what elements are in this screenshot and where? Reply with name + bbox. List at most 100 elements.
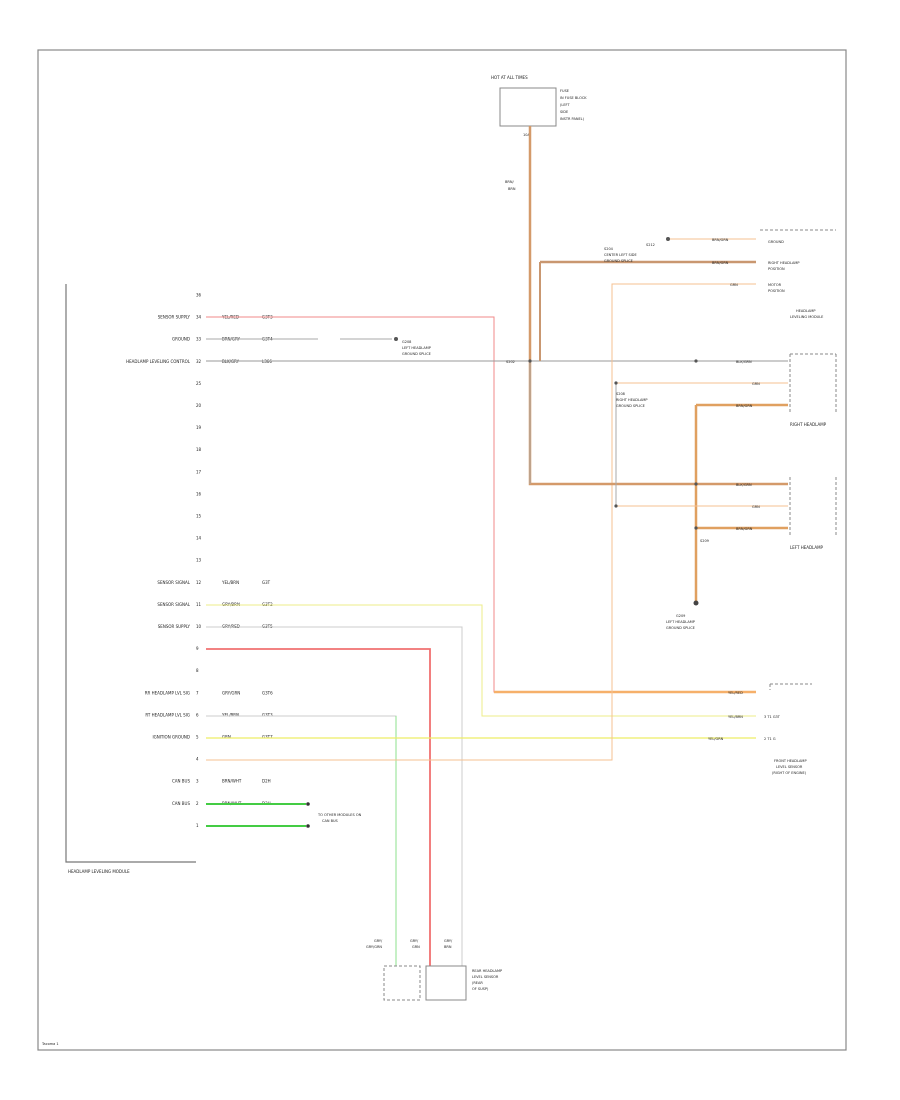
top-conn-4: POSITION (768, 289, 785, 293)
front-sensor-wire-1: YEL/BRN (728, 715, 743, 719)
pin-number: 4 (196, 757, 199, 762)
pin-number: 36 (196, 293, 202, 298)
top-fuse-sub-4: INSTR PANEL) (560, 117, 585, 121)
can-label-0: TO OTHER MODULES ON (317, 813, 362, 817)
rear-sensor-box-2 (425, 965, 467, 1001)
top-fuse-sub-2: (LEFT (560, 103, 570, 107)
top-wire-0: BRN/GRN (712, 238, 729, 242)
pin-label: SENSOR SUPPLY (158, 624, 191, 629)
pin-circuit: G3T6 (262, 690, 273, 695)
splice-s2-0: G208 (402, 340, 411, 344)
pin-label: RR HEADLAMP LVL SIG (145, 690, 190, 695)
rear-sensor-3: OF SUSP) (472, 987, 489, 991)
can-label-1: CAN BUS (322, 819, 339, 823)
rear-sensor-1: LEVEL SENSOR (472, 975, 499, 979)
rear-sensor-2: (REAR (472, 981, 483, 985)
lhl-wire-2: BRN/GRN (736, 527, 753, 531)
right-headlamp-box (789, 353, 837, 414)
pin-wire-color: YEL/BRN (221, 712, 239, 717)
pin-number: 5 (196, 735, 199, 740)
pin-number: 9 (196, 646, 199, 651)
pin-circuit: G3T3 (262, 712, 273, 717)
rear-wire-1: GRY/GRN (366, 945, 382, 949)
rhl-wire-2: BRN/GRN (736, 404, 753, 408)
splice-s4-2: GROUND SPLICE (666, 626, 695, 630)
pin-wire-color: BRN/WHT (222, 779, 242, 784)
pin-number: 10 (196, 624, 202, 629)
top-fuse-box (499, 87, 557, 127)
module-bracket (65, 284, 196, 863)
top-conn-3: MOTOR (768, 283, 782, 287)
splice-dot-b (614, 504, 618, 508)
splice-s2-1: LEFT HEADLAMP (402, 346, 431, 350)
rear-sensor-0: REAR HEADLAMP (472, 969, 502, 973)
splice-dot-e (694, 482, 698, 486)
splice-s3-2: GROUND SPLICE (604, 259, 633, 263)
diagram-frame (37, 49, 847, 1051)
splice-dot-f (694, 359, 698, 363)
top-fuse-pin: 10A (523, 133, 530, 137)
splice-dot-d (693, 600, 699, 606)
pin-number: 14 (196, 536, 202, 541)
top-fuse-label: HOT AT ALL TIMES (491, 75, 528, 80)
splice-dot-a (614, 381, 618, 385)
module-label: HEADLAMP LEVELING MODULE (68, 869, 130, 874)
pin-number: 25 (196, 381, 202, 386)
rear-wire-0: GRY/ (374, 939, 383, 943)
splice-s3-0: S204 (604, 247, 614, 251)
wire-ignition-ground (206, 283, 756, 761)
can-arrow-3 (306, 802, 310, 806)
splice-s3-1: CENTER LEFT SIDE (604, 253, 637, 257)
splice-s4-0: G209 (676, 614, 685, 618)
top-fuse-sub-1: IN FUSE BLOCK (560, 96, 587, 100)
pin-number: 32 (196, 359, 202, 364)
front-sensor-1: LEVEL SENSOR (776, 765, 803, 769)
pin-label: SENSOR SUPPLY (158, 315, 191, 320)
rear-wire-5: BRN (444, 945, 452, 949)
top-wire-2: GRN (730, 283, 738, 287)
pin-number: 7 (196, 690, 199, 695)
top-conn-0: GROUND (768, 240, 784, 244)
pin-number: 11 (196, 602, 202, 607)
pin-number: 18 (196, 447, 202, 452)
pin-number: 13 (196, 558, 202, 563)
splice-s6-label: S212 (646, 243, 655, 247)
left-headlamp-box (789, 477, 837, 537)
pin-number: 1 (196, 823, 199, 828)
right-headlamp-label: RIGHT HEADLAMP (790, 422, 827, 427)
pin-number: 17 (196, 469, 202, 474)
rear-wire-4: GRY/ (444, 939, 453, 943)
top-fuse-wire-1: BRN (508, 187, 516, 191)
splice-s1: S202 (506, 360, 515, 364)
rhl-wire-1: GRN (752, 382, 760, 386)
wire-sensor-supply-front (206, 316, 756, 693)
top-fuse-sub-0: FUSE (560, 89, 569, 93)
splice-s2-2: GROUND SPLICE (402, 352, 431, 356)
rear-wire-3: GRN (412, 945, 420, 949)
lhl-wire-0: BLK/GRN (736, 483, 752, 487)
footer-label: Tacoma 1 (41, 1042, 59, 1046)
pin-wire-color: YEL/BRN (221, 580, 239, 585)
front-sensor-pin-2: 2 T1 G (764, 737, 776, 741)
pin-wire-color: GRY/BRN (222, 602, 240, 607)
splice-s5-2: GROUND SPLICE (616, 404, 645, 408)
pin-number: 6 (196, 712, 199, 717)
top-conn-2: POSITION (768, 267, 785, 271)
pin-circuit: D2H (262, 779, 271, 784)
top-fuse-wire-0: BRN/ (505, 180, 514, 184)
lhl-wire-1: GRN (752, 505, 760, 509)
splice-s5-1: RIGHT HEADLAMP (616, 398, 648, 402)
top-conn-1: RIGHT HEADLAMP (768, 261, 800, 265)
pin-label: RT HEADLAMP LVL SIG (145, 712, 190, 717)
wire-sensor-signal-12 (206, 604, 756, 717)
rhl-wire-0: BLK/GRN (736, 360, 752, 364)
rear-sensor-box (383, 965, 421, 1001)
left-headlamp-label: LEFT HEADLAMP (790, 545, 824, 550)
pin-number: 12 (196, 580, 202, 585)
wire-fuse-feed (528, 126, 788, 486)
pin-circuit: G3T2 (262, 602, 273, 607)
rear-wire-2: GRY/ (410, 939, 419, 943)
pin-label: CAN BUS (172, 779, 190, 784)
